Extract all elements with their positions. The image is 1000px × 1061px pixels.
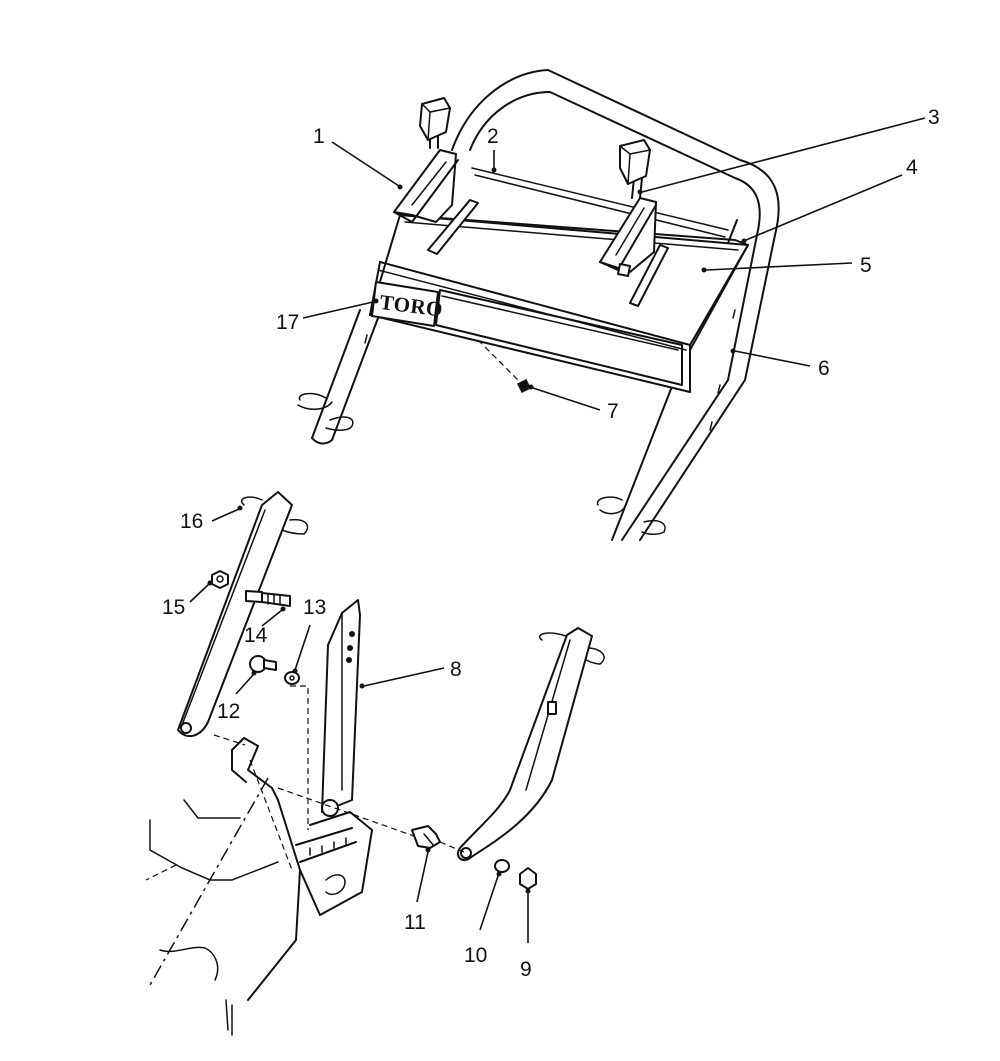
lower-right-handle bbox=[456, 627, 605, 862]
callout-3: 3 bbox=[928, 106, 940, 129]
leader-lines bbox=[189, 117, 926, 943]
washer-13 bbox=[284, 671, 300, 685]
control-panel: TORO bbox=[369, 167, 749, 393]
left-control-lever bbox=[393, 97, 459, 223]
handle-bracket bbox=[321, 599, 361, 817]
callout-12: 12 bbox=[217, 700, 240, 723]
callout-6: 6 bbox=[818, 357, 830, 380]
callout-labels: 1 2 3 4 5 6 7 8 9 10 11 12 13 14 15 16 1… bbox=[162, 106, 940, 981]
callout-2: 2 bbox=[487, 125, 499, 148]
callout-16: 16 bbox=[180, 510, 203, 533]
callout-11: 11 bbox=[404, 911, 426, 934]
callout-7: 7 bbox=[607, 400, 619, 423]
logo-plate bbox=[371, 281, 439, 327]
callout-5: 5 bbox=[860, 254, 872, 277]
mower-mount bbox=[145, 737, 373, 1036]
callout-8: 8 bbox=[450, 658, 462, 681]
lower-left-handle bbox=[177, 491, 309, 738]
callout-15: 15 bbox=[162, 596, 185, 619]
callout-1: 1 bbox=[313, 125, 325, 148]
washer-10 bbox=[494, 859, 510, 873]
callout-4: 4 bbox=[906, 156, 918, 179]
stud-14 bbox=[261, 592, 291, 607]
nut-15 bbox=[211, 570, 229, 589]
nut-9 bbox=[519, 867, 537, 890]
callout-9: 9 bbox=[520, 958, 532, 981]
right-control-lever bbox=[599, 139, 657, 277]
callout-14: 14 bbox=[244, 624, 268, 647]
callout-10: 10 bbox=[464, 944, 487, 967]
screw-7 bbox=[516, 378, 532, 394]
callout-13: 13 bbox=[303, 596, 326, 619]
hardware bbox=[211, 378, 537, 890]
callout-17: 17 bbox=[276, 311, 299, 334]
